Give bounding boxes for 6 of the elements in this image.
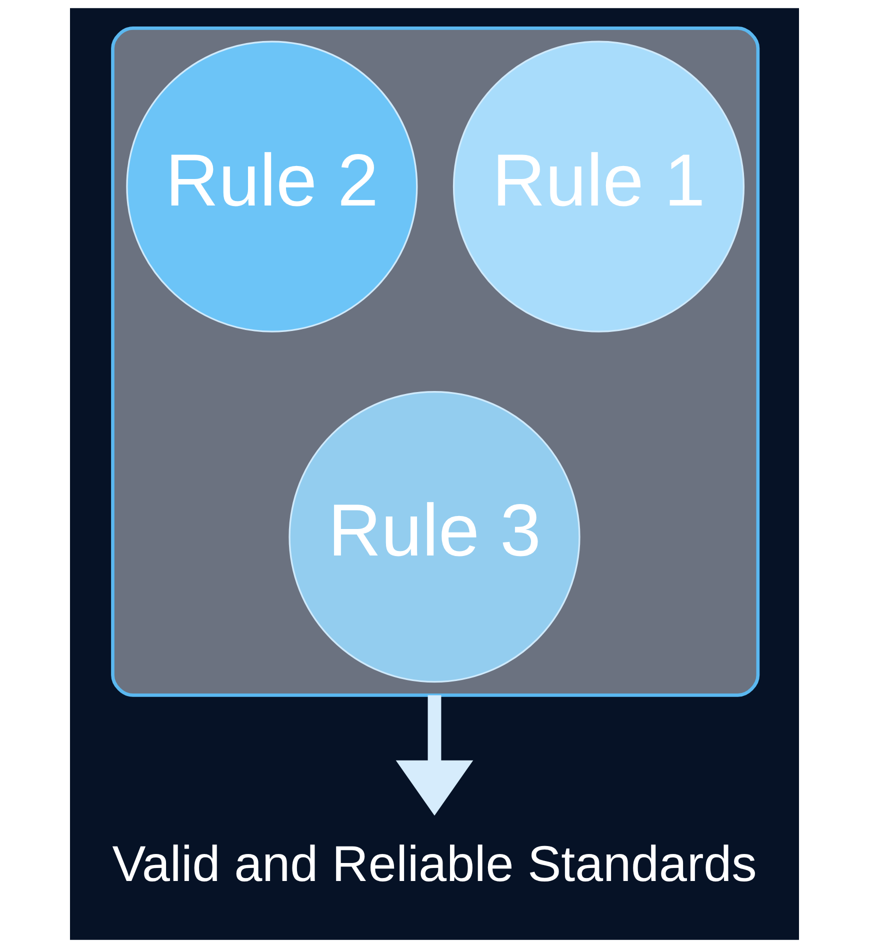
node-circle: Rule 2 — [126, 40, 418, 332]
node-circle: Rule 1 — [452, 40, 745, 332]
node-circle: Rule 3 — [288, 391, 580, 683]
node-text: Valid and Reliable Standards — [112, 835, 757, 892]
arrow — [396, 695, 474, 816]
cluster — [111, 26, 760, 697]
